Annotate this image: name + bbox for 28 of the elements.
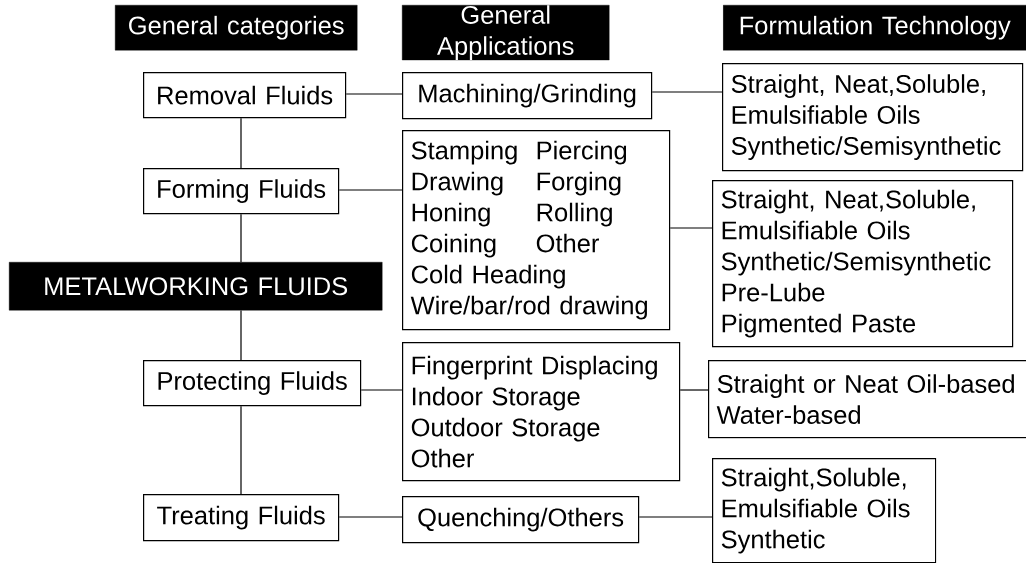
category-box: Protecting Fluids (143, 360, 362, 407)
application-box: Stamping Piercing Drawing Forging Honing Rolling Coining Other Cold Heading Wire/bar/rod drawing (402, 130, 671, 331)
connector-line (669, 227, 713, 229)
connector-line (240, 213, 242, 263)
application-box: Fingerprint Displacing Indoor Storage Outdoor Storage Other (402, 342, 681, 482)
category-box: Treating Fluids (143, 494, 340, 542)
category-box: Removal Fluids (143, 72, 347, 119)
formulation-box: Straight, Neat,Soluble, Emulsifiable Oils Synthetic/Semisynthetic (722, 63, 1024, 172)
connector-line (240, 405, 242, 495)
formulation-box: Straight, Neat,Soluble, Emulsifiable Oils Synthetic/Semisynthetic Pre-Lube Pigmented Paste (712, 180, 1014, 348)
connector-line (338, 516, 403, 518)
column-header: Formulation Technology (723, 5, 1026, 51)
application-box: Quenching/Others (402, 496, 640, 544)
connector-line (638, 516, 713, 518)
connector-line (651, 91, 723, 93)
formulation-box: Straight,Soluble, Emulsifiable Oils Synthetic (712, 458, 937, 563)
connector-line (240, 309, 242, 361)
column-header: General Applications (402, 5, 610, 61)
connector-line (240, 117, 242, 169)
connector-line (679, 389, 709, 391)
connector-line (338, 189, 403, 191)
application-box: Machining/Grinding (402, 72, 653, 120)
column-header: General categories (115, 5, 358, 51)
connector-line (360, 389, 403, 391)
connector-line (345, 93, 403, 95)
category-box: Forming Fluids (143, 168, 340, 215)
formulation-box: Straight or Neat Oil-based Water-based (708, 360, 1026, 439)
main-topic-box: METALWORKING FLUIDS (9, 262, 383, 311)
